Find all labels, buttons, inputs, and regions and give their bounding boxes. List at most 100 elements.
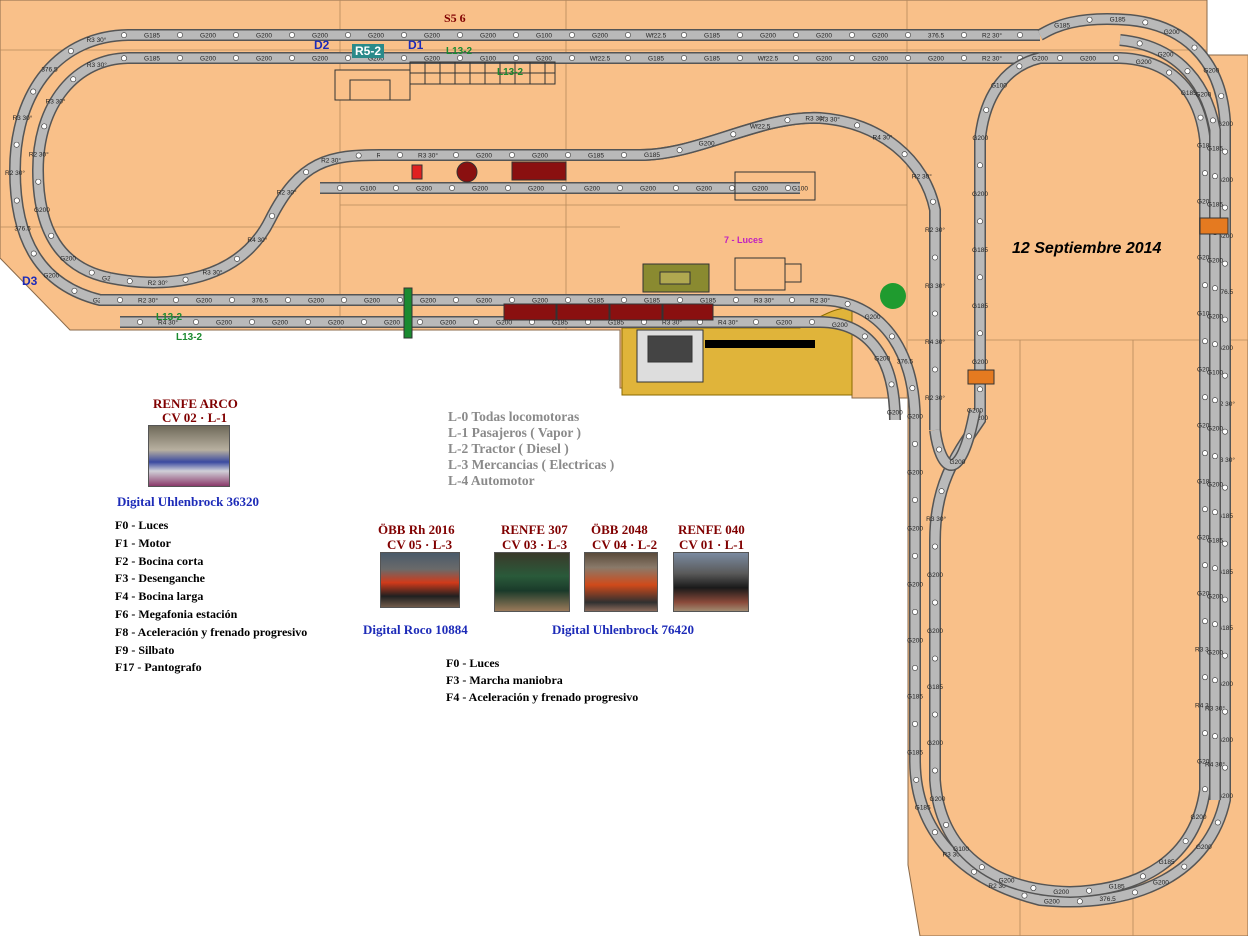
track-piece-label: G200: [832, 322, 848, 329]
track-joint: [345, 55, 351, 61]
marker-r52: R5-2: [352, 44, 385, 58]
tracks: R2 30°376.5G200G200G200G185Wf22.5G200G10…: [5, 13, 1235, 908]
track-joint: [1212, 173, 1218, 180]
track-piece-label: R2 30°: [277, 189, 297, 197]
track-piece-label: R2 30°: [138, 297, 158, 305]
track-piece-label: G200: [887, 410, 903, 417]
track-piece-label: G200: [972, 135, 988, 142]
track-joint: [473, 319, 479, 325]
track-joint: [733, 297, 739, 303]
track-joint: [930, 198, 936, 205]
track-piece-label: G200: [907, 413, 923, 420]
track-piece-label: G200: [927, 572, 943, 579]
track-joint: [961, 55, 967, 61]
track-piece-label: G200: [34, 207, 50, 214]
track-joint: [889, 333, 895, 340]
track-joint: [457, 55, 463, 61]
track-piece-label: G185: [972, 247, 988, 254]
track-joint: [453, 297, 459, 303]
track-piece-label: G200: [776, 320, 792, 327]
track-joint: [453, 152, 459, 158]
track-joint: [966, 433, 972, 440]
track-joint: [1222, 484, 1228, 491]
track-piece-label: G200: [216, 320, 232, 327]
track-piece-label: R3 30°: [820, 115, 840, 123]
track-joint: [1202, 170, 1208, 177]
loco-cv-renfe307: CV 03 · L-3: [502, 537, 568, 552]
track-piece-label: 376.5: [928, 33, 945, 40]
marker-luces: 7 - Luces: [724, 235, 764, 245]
date-title: 12 Septiembre 2014: [1012, 240, 1162, 257]
track-joint: [1222, 260, 1228, 267]
track-joint: [233, 55, 239, 61]
function-item: F0 - Luces: [446, 656, 500, 670]
track-joint: [621, 297, 627, 303]
track-piece-label: G185: [915, 805, 931, 812]
track-joint: [233, 32, 239, 38]
track-piece-label: G200: [532, 153, 548, 160]
function-item: F4 - Bocina larga: [115, 589, 204, 604]
track-joint: [1197, 114, 1204, 121]
track-joint: [793, 55, 799, 61]
track-joint: [1222, 708, 1228, 715]
track-joint: [126, 278, 133, 284]
track-joint: [121, 55, 127, 62]
legend-line-1: L-1 Pasajeros ( Vapor ): [448, 425, 582, 440]
track-top-inner: [33, 53, 1040, 283]
track-piece-label: G185: [644, 152, 660, 159]
marker-l132d: L13-2: [176, 332, 203, 343]
track-piece-label: G200: [874, 356, 890, 363]
track-piece-label: Wf22.5: [750, 124, 771, 131]
track-joint: [1210, 117, 1216, 124]
track-joint: [565, 152, 571, 158]
track-piece-label: G200: [907, 581, 923, 588]
track-piece-label: G100: [1197, 311, 1213, 318]
track-piece-label: G200: [865, 314, 881, 321]
track-piece-label: G200: [872, 56, 888, 63]
track-joint: [978, 864, 985, 871]
track-joint: [417, 319, 423, 325]
track-piece-label: G185: [1197, 143, 1213, 150]
track-joint: [932, 254, 938, 261]
track-joint: [505, 185, 511, 191]
track-piece-label: G200: [1195, 92, 1211, 99]
track-joint: [13, 141, 20, 148]
track-joint: [393, 185, 399, 191]
track-joint: [289, 55, 295, 61]
loco-cv-renfe040: CV 01 · L-1: [679, 537, 745, 552]
track-piece-label: G200: [364, 298, 380, 305]
track-piece-label: G200: [1044, 898, 1060, 905]
track-joint: [1202, 450, 1208, 457]
track-joint: [449, 185, 455, 191]
track-joint: [337, 185, 343, 191]
track-piece-label: G200: [752, 186, 768, 193]
track-piece-label: G200: [272, 320, 288, 327]
track-mid: [380, 113, 821, 160]
track-piece-label: G200: [1217, 793, 1233, 800]
loco-photo-obb2016: [380, 552, 460, 608]
track-piece-label: G200: [760, 33, 776, 40]
track-joint: [70, 76, 77, 83]
track-joint: [905, 32, 911, 38]
track-joint: [1222, 148, 1228, 155]
track-piece-label: G185: [608, 320, 624, 327]
track-piece-label: G200: [907, 637, 923, 644]
track-piece-label: G185: [144, 33, 160, 40]
marker-d3: D3: [22, 274, 38, 288]
track-joint: [303, 169, 309, 175]
track-joint: [1181, 863, 1188, 870]
track-piece-label: G185: [1217, 625, 1233, 632]
track-joint: [729, 185, 735, 191]
track-piece-label: Wf22.5: [646, 33, 667, 40]
function-item: F1 - Motor: [115, 535, 171, 550]
track-joint: [912, 609, 918, 615]
track-piece-label: G200: [424, 33, 440, 40]
track-piece-label: G200: [196, 298, 212, 305]
track-joint: [1218, 93, 1225, 99]
loco-cv-obb2048: CV 04 · L-2: [592, 537, 658, 552]
track-lower-inner: [120, 317, 900, 421]
track-piece-label: G200: [1207, 258, 1223, 265]
track-piece-label: G185: [1159, 859, 1175, 866]
track-cross: [930, 409, 980, 470]
track-joint: [1086, 887, 1092, 894]
